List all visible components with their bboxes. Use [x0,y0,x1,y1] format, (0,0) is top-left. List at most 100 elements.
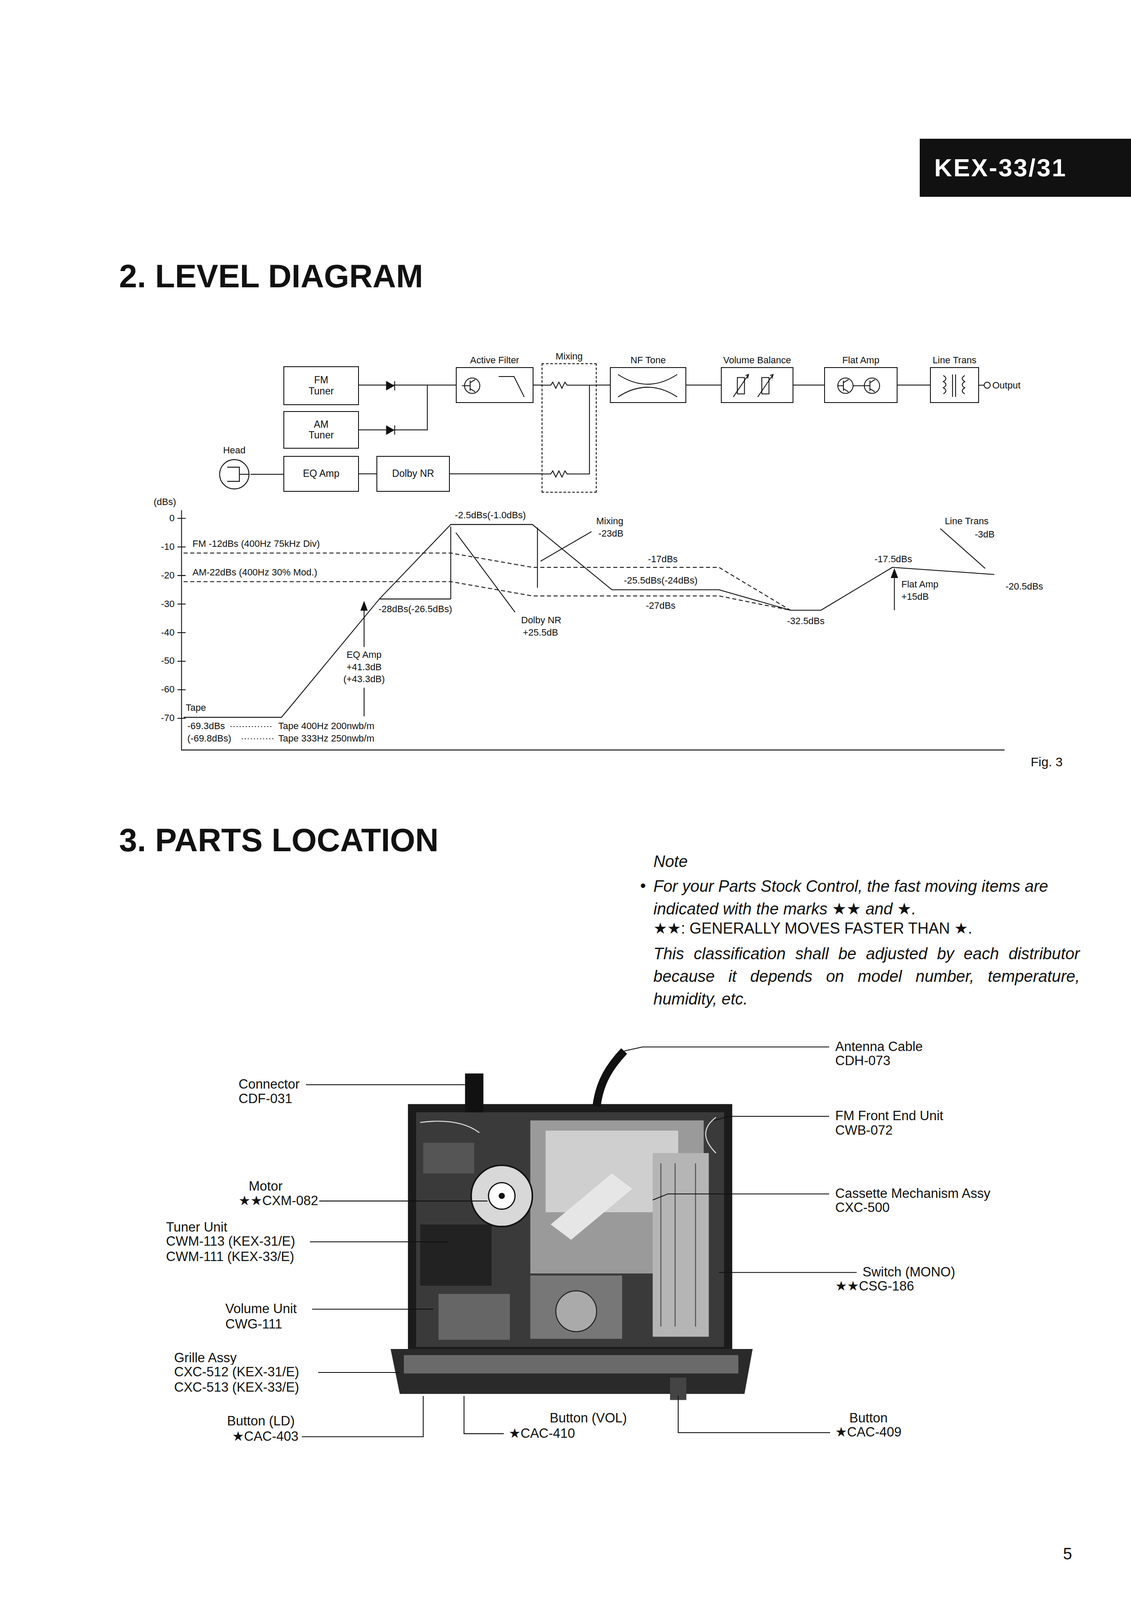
section-title: 2. LEVEL DIAGRAM [118,258,424,295]
part-number: CWB-072 [834,1122,894,1138]
part-number: ★CAC-403 [231,1428,300,1444]
part-number: CDH-073 [834,1053,892,1068]
unit-photo [652,1152,709,1337]
part-number: ★CAC-410 [507,1425,576,1441]
transformer-symbol [943,375,946,394]
level-graph [230,726,274,739]
part-name: Cassette Mechanism Assy [834,1186,992,1201]
gain-value: -23dB [597,528,625,539]
note-text: For your Parts Stock Control, the fast m… [652,874,1081,921]
block-label: Dolby NR [392,468,435,479]
model-name: KEX-33/31 [934,154,1067,182]
part-name: Connector [237,1076,301,1092]
amp-symbol [864,378,880,394]
block-heading: Flat Amp [841,355,881,366]
block-box: Dolby NR [376,455,450,492]
amp-symbol [853,385,865,387]
gain-value: (+43.3dB) [342,673,386,685]
stage-name: EQ Amp [345,649,383,660]
signal-wire [358,473,377,475]
level-value: -20.5dBs [1004,581,1044,592]
level-value: -28dBs(-26.5dBs) [377,603,453,615]
signal-wire [533,384,542,386]
signal-label: Output [991,380,1022,391]
level-graph [363,606,365,717]
stage-name: Flat Amp [900,579,940,590]
block-heading: NF Tone [629,355,667,366]
block-heading: Line Trans [931,355,978,366]
head-symbol [218,457,251,491]
signal-wire [250,473,284,475]
source-name: Tape [184,702,207,713]
amp-symbol [837,378,880,394]
part-name: FM Front End Unit [834,1108,945,1123]
level-graph [540,531,592,561]
block-box: FM Tuner [283,366,359,406]
level-value: -17.5dBs [873,553,913,565]
block-box: Volume Balance [720,367,794,403]
tape-head: Head [218,457,251,491]
level-graph [891,569,898,578]
level-value: -69.3dBs [186,720,226,732]
leader-line [463,1395,504,1434]
unit-photo [498,1192,505,1199]
block-label: AM Tuner [308,419,334,441]
mixing-resistors [541,384,590,477]
axis-tick-label: -50 [160,655,176,666]
part-number: CWM-113 (KEX-31/E) [165,1233,297,1249]
axis-tick-label: -20 [160,570,176,581]
level-value: -27dBs [644,600,677,611]
level-value: -32.5dBs [786,615,826,627]
axis-tick-label: -40 [160,627,176,638]
tone-symbol [617,387,678,397]
part-name: Button [848,1410,889,1426]
signal-wire [358,384,456,430]
part-name: Motor [247,1178,284,1194]
part-name: Tuner Unit [165,1219,229,1235]
axis-tick-label: -10 [160,541,176,552]
block-box: Flat Amp [824,367,898,403]
gain-value: +15dB [900,591,930,602]
leader-line [318,1200,488,1201]
unit-photo [555,1290,597,1332]
level-graph [894,575,895,610]
part-name: Grille Assy [173,1350,238,1365]
part-number: CDF-031 [237,1091,294,1106]
axis-unit: (dBs) [152,496,178,508]
diode-symbol [386,425,394,435]
amp-symbol [837,379,849,392]
leader-line [311,1308,434,1310]
part-number: ★CAC-409 [834,1424,903,1440]
diode-symbol [386,381,395,435]
part-number: CXC-500 [834,1200,891,1215]
leader-line [306,1084,466,1085]
level-value: -17dBs [647,553,679,565]
unit-photo [471,1165,533,1227]
signal-wire [449,473,542,475]
tone-symbol [617,374,678,397]
leader-line [678,1395,831,1433]
page-number: 5 [1062,1544,1073,1563]
axis-tick-label: -30 [160,598,176,610]
level-graph [177,518,186,719]
level-graph [379,526,538,599]
leader-line [301,1395,423,1437]
transformer-symbol [943,374,991,397]
gain-value: +41.3dB [345,661,383,673]
stage-name: Dolby NR [520,615,563,626]
axis-tick-label: 0 [168,513,176,524]
diode-symbol [394,425,396,435]
level-value: -25.5dBs(-24dBs) [623,575,699,586]
unit-photo [660,1163,696,1327]
level-graph [177,510,1005,750]
bullet: • [639,877,647,895]
level-note: Tape 400Hz 200nwb/m [277,720,376,732]
part-number: CWM-111 (KEX-33/E) [165,1249,295,1264]
unit-photo [408,1103,733,1354]
level-note: AM-22dBs (400Hz 30% Mod.) [191,567,318,578]
leader-line [623,1046,829,1051]
unit-photo [488,1182,516,1209]
leader-line [652,1193,829,1200]
volume-symbol [757,374,773,397]
